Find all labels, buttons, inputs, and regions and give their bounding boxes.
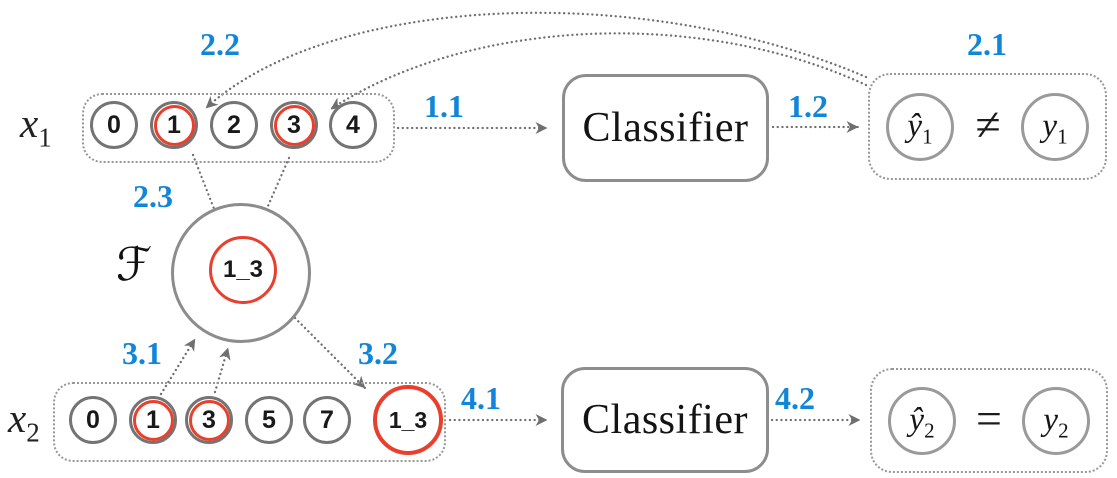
x2-label-base: x <box>8 395 27 441</box>
classifier-box-bottom: Classifier <box>561 367 769 473</box>
red-highlight-ring <box>188 399 230 441</box>
x2-row-label: x2 <box>8 395 40 446</box>
x2-feature-vector-box <box>53 382 446 462</box>
feature-store-label: ℱ <box>116 237 153 291</box>
truth-circle-y2: y2 <box>1021 386 1090 455</box>
x1-row-label: x1 <box>20 100 52 151</box>
x2-feature-5-value: 5 <box>262 405 276 434</box>
x1-feature-2: 2 <box>210 101 258 149</box>
red-highlight-ring <box>153 104 195 146</box>
step-label-4-2: 4.2 <box>775 380 815 416</box>
prediction-circle-y2-hat: ŷ2 <box>888 386 956 455</box>
x1-feature-3-highlighted: 3 <box>270 101 318 149</box>
x1-feature-4: 4 <box>329 101 377 149</box>
red-highlight-ring <box>273 104 315 146</box>
x2-feature-5: 5 <box>245 396 293 444</box>
stored-feature-circle: 1_3 <box>209 236 277 304</box>
x1-feature-vector-box <box>82 93 395 163</box>
step-label-2-2: 2.2 <box>200 26 240 62</box>
x1-feature-0-value: 0 <box>107 110 121 139</box>
y1-hat-subscript: 1 <box>922 124 933 149</box>
x1-label-subscript: 1 <box>38 122 52 153</box>
x2-feature-0-value: 0 <box>86 405 100 434</box>
x1-feature-1-highlighted: 1 <box>150 101 198 149</box>
x2-feature-0: 0 <box>69 396 117 444</box>
y1-base: y <box>1042 108 1058 144</box>
y2-hat-subscript: 2 <box>924 418 935 443</box>
truth-circle-y1: y1 <box>1021 92 1089 161</box>
x2-feature-1-highlighted: 1 <box>129 396 177 444</box>
x2-feature-7: 7 <box>303 396 351 444</box>
y2-base: y <box>1043 402 1059 438</box>
x2-feature-3-highlighted: 3 <box>185 396 233 444</box>
step-label-2-1: 2.1 <box>967 26 1007 62</box>
x1-label-base: x <box>20 100 39 146</box>
y2-subscript: 2 <box>1058 418 1069 443</box>
step-label-3-2: 3.2 <box>358 335 398 371</box>
x2-feature-1-3-value: 1_3 <box>388 406 428 433</box>
classifier-box-top: Classifier <box>562 74 769 182</box>
x1-feature-0: 0 <box>90 101 138 149</box>
x2-label-subscript: 2 <box>26 417 40 448</box>
x2-feature-7-value: 7 <box>320 405 334 434</box>
classifier-top-label: Classifier <box>582 105 749 151</box>
red-highlight-ring <box>132 399 174 441</box>
relation-equal: = <box>976 392 1002 444</box>
relation-not-equal: ≠ <box>974 98 1001 150</box>
step-label-1-1: 1.1 <box>424 88 464 124</box>
step-label-3-1: 3.1 <box>122 335 162 371</box>
feature-store-circle: 1_3 <box>171 203 311 343</box>
result-box-bottom: ŷ2 = y2 <box>870 368 1108 473</box>
result-box-top: ŷ1 ≠ y1 <box>868 73 1107 180</box>
step-label-2-3: 2.3 <box>133 178 173 214</box>
y2-hat-base: ŷ <box>909 402 925 438</box>
stored-feature-value: 1_3 <box>222 256 264 283</box>
x1-feature-2-value: 2 <box>227 110 241 139</box>
step-label-4-1: 4.1 <box>461 380 501 416</box>
arrow-step-3-2 <box>293 316 367 390</box>
y1-hat-base: ŷ <box>907 108 923 144</box>
y1-subscript: 1 <box>1057 124 1068 149</box>
x1-feature-4-value: 4 <box>346 110 360 139</box>
x2-feature-1-3-new: 1_3 <box>373 385 443 455</box>
classifier-bottom-label: Classifier <box>582 397 748 443</box>
step-label-1-2: 1.2 <box>788 88 828 124</box>
prediction-circle-y1-hat: ŷ1 <box>886 92 954 161</box>
